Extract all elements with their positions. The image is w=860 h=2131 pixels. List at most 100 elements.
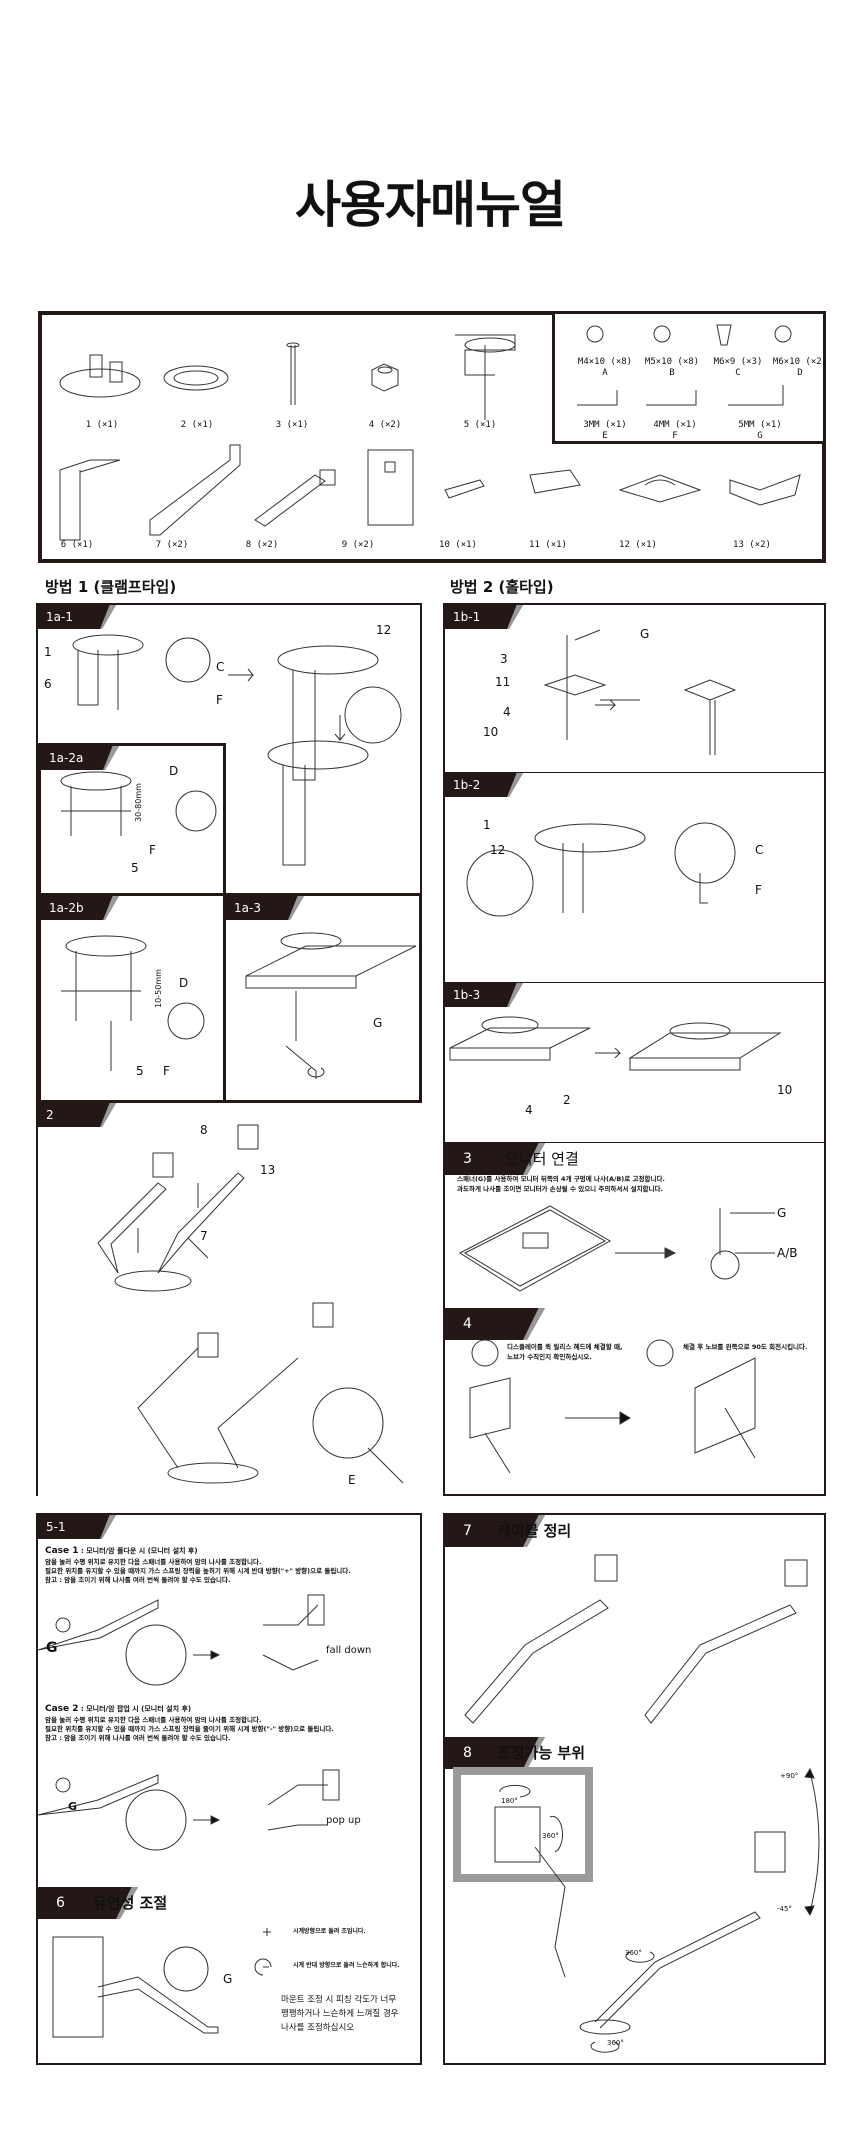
adjustable-parts-illustration [494, 1767, 820, 2053]
rotate-360-label: 360° [542, 1832, 559, 1840]
callout-f: F [216, 693, 223, 707]
step-title: 유연성 조절 [93, 1894, 168, 1912]
callout-8: 8 [200, 1123, 208, 1137]
hardware-code: B [669, 368, 675, 378]
instruction-left: 노브가 수직인지 확인하십시오. [507, 1353, 592, 1361]
part-label: 3 (×1) [275, 420, 309, 430]
hardware-list [552, 311, 826, 444]
hardware-code: F [672, 431, 678, 441]
case2-label: Case 2 [45, 1704, 79, 1714]
hardware-size: 4MM (×1) [653, 420, 697, 430]
step-4: 4 디스플레이를 퀵 릴리스 헤드에 체결할 때, 노브가 수직인지 확인하십시… [445, 1308, 824, 1494]
parts-illustrations [59, 324, 801, 541]
callout-c: C [755, 843, 764, 857]
instruction-right: 체결 후 노브를 왼쪽으로 90도 회전시킵니다. [683, 1343, 808, 1351]
flexibility-adjust-illustration [52, 1928, 272, 2038]
hardware-size: M6×10 (×2) [772, 357, 828, 367]
step-8: 8 조정가능 부위 180° 360° +90° -45° 360° 360° [445, 1737, 824, 2063]
instruction: 암을 눌러 수평 위치로 유지한 다음 스패너를 사용하여 암의 나사를 조정합… [45, 1716, 262, 1724]
monitor-frame-illustration [453, 1767, 593, 1882]
step-1b-2: 1b-2 1 12 C F [445, 773, 824, 985]
desk-hole-illustration [449, 1016, 782, 1071]
tighten-text: 시계방향으로 돌려 조입니다. [293, 1928, 366, 1935]
hardware-code: D [797, 368, 803, 378]
step-label: 1a-2a [41, 746, 119, 770]
step-5-1: 5-1 Case 1 : 모니터/암 폴다운 시 (모니터 설치 후) 암을 눌… [38, 1515, 420, 1890]
clamp-range-illustration [60, 771, 217, 836]
callout-c: C [216, 660, 225, 674]
instruction: 스패너(G)를 사용하여 모니터 뒤쪽의 4개 구멍에 나사(A/B)로 고정합… [457, 1175, 665, 1183]
step-label: 1b-1 [445, 605, 523, 629]
callout-g: G [46, 1640, 58, 1656]
instruction: 참고 : 암을 조이기 위해 나사를 여러 번씩 돌려야 할 수도 있습니다. [45, 1576, 231, 1584]
cable-management-illustration [464, 1554, 808, 1724]
callout-5: 5 [136, 1064, 144, 1078]
part-label: 11 (×1) [529, 540, 567, 550]
step-title: 조정가능 부위 [497, 1744, 586, 1762]
step-2: 2 8 13 7 E [38, 1100, 422, 1496]
part-label: 4 (×2) [368, 420, 402, 430]
callout-g: G [640, 627, 650, 641]
arm-assembly-illustration [97, 1124, 404, 1484]
step-1a-2b: 1a-2b D 10-50mm 5 F [38, 893, 226, 1103]
step-1a-2a: 1a-2a D 30-80mm 5 F [38, 743, 226, 898]
step-label: 1b-2 [445, 773, 523, 797]
step-title: 케이블 정리 [497, 1522, 572, 1540]
step-label: 1a-1 [38, 605, 116, 629]
hardware-code: G [757, 431, 763, 441]
method1-heading: 방법 1 (클램프타입) [45, 578, 177, 596]
callout-10: 10 [777, 1083, 793, 1097]
hardware-size: 5MM (×1) [738, 420, 782, 430]
callout-f: F [149, 843, 156, 857]
part-label: 2 (×1) [180, 420, 214, 430]
hardware-size: M5×10 (×8) [644, 357, 700, 367]
callout-d: D [179, 976, 189, 990]
part-label: 6 (×1) [60, 540, 94, 550]
instruction: 필요한 위치를 유지할 수 있을 때까지 가스 스프링 장력을 높히기 위해 시… [45, 1567, 351, 1575]
note: 나사를 조정하십시오 [281, 2023, 355, 2033]
case2-heading: Case 2 : 모니터/암 팝업 시 (모니터 설치 후) [45, 1703, 191, 1717]
instruction: 암을 눌러 수평 위치로 유지한 다음 스패너를 사용하여 암의 나사를 조정합… [45, 1558, 262, 1566]
step-label: 7 [445, 1515, 545, 1547]
instruction: 필요한 위치를 유지할 수 있을 때까지 가스 스프링 장력을 줄이기 위해 시… [45, 1725, 334, 1733]
step-label: 1a-2b [41, 896, 119, 920]
callout-1: 1 [483, 818, 491, 832]
callout-g: G [373, 1016, 383, 1030]
part-label: 12 (×1) [619, 540, 657, 550]
case1-heading: Case 1 : 모니터/암 폴다운 시 (모니터 설치 후) [45, 1545, 198, 1559]
loosen-text: 시계 반대 방향으로 돌려 느슨하게 합니다. [293, 1962, 400, 1969]
hole-mount-illustration [543, 629, 737, 755]
callout-f: F [755, 883, 762, 897]
part-label: 5 (×1) [463, 420, 497, 430]
clamp-range-illustration [61, 935, 205, 1071]
range-label: 10-50mm [153, 969, 163, 1008]
case1-label: Case 1 [45, 1546, 79, 1556]
note: 팽팽하거나 느슨하게 느껴질 경우 [281, 2009, 399, 2019]
part-label: 9 (×2) [341, 540, 375, 550]
hardware-size: 3MM (×1) [583, 420, 627, 430]
step-label: 3 [445, 1143, 545, 1175]
callout-4: 4 [503, 705, 511, 719]
callout-2: 2 [563, 1093, 571, 1107]
swivel-360-label: 360° [625, 1949, 642, 1957]
tilt-up-label: +90° [780, 1772, 799, 1780]
hardware-code: C [735, 368, 741, 378]
step-label: 2 [38, 1103, 116, 1127]
step-title: 모니터 연결 [505, 1150, 579, 1168]
part-label: 13 (×2) [733, 540, 771, 550]
part-label: 1 (×1) [85, 420, 119, 430]
hardware-code: A [602, 368, 608, 378]
callout-g: G [223, 1972, 233, 1986]
range-label: 30-80mm [133, 783, 143, 822]
tension-adjust-illustration [38, 1594, 340, 1851]
case2-sub: : 모니터/암 팝업 시 (모니터 설치 후) [78, 1705, 192, 1713]
step-label: 5-1 [38, 1515, 116, 1539]
case1-sub: : 모니터/암 폴다운 시 (모니터 설치 후) [78, 1547, 198, 1555]
callout-d: D [169, 764, 179, 778]
step-3: 3 모니터 연결 스패너(G)를 사용하여 모니터 뒤쪽의 4개 구멍에 나사(… [445, 1143, 824, 1311]
desk-clamp-illustration [245, 932, 417, 1079]
callout-e: E [348, 1473, 356, 1487]
base-360-label: 360° [607, 2039, 624, 2047]
instruction: 참고 : 암을 조이기 위해 나사를 여러 번씩 돌려야 할 수도 있습니다. [45, 1734, 231, 1742]
callout-6: 6 [44, 677, 52, 691]
